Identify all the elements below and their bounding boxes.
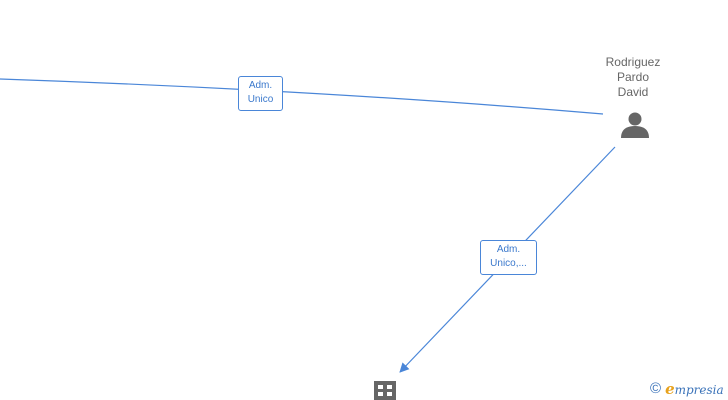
person-name-line: David xyxy=(617,85,649,99)
edge-label-adm-unico-company[interactable]: Adm. Unico,... xyxy=(480,240,537,275)
person-node-label[interactable]: Rodriguez Pardo David xyxy=(583,55,683,100)
brand-logo: empresia xyxy=(665,380,724,399)
edge-label-line: Unico,... xyxy=(490,258,527,269)
copyright-icon: © xyxy=(650,380,662,397)
brand-rest: mpresia xyxy=(674,382,724,397)
brand-initial: e xyxy=(665,379,675,398)
edge-label-line: Adm. xyxy=(496,244,521,255)
person-icon[interactable] xyxy=(621,112,649,139)
person-name-line: Pardo xyxy=(616,70,650,84)
edge-label-line: Adm. xyxy=(248,80,273,91)
edge-label-adm-unico[interactable]: Adm. Unico xyxy=(238,76,283,111)
building-icon[interactable] xyxy=(374,381,396,400)
edge-line-adm-unico xyxy=(0,78,604,115)
empresia-watermark: © empresia xyxy=(650,379,724,399)
edge-label-line: Unico xyxy=(247,94,274,105)
person-name-line: Rodriguez xyxy=(605,55,661,69)
